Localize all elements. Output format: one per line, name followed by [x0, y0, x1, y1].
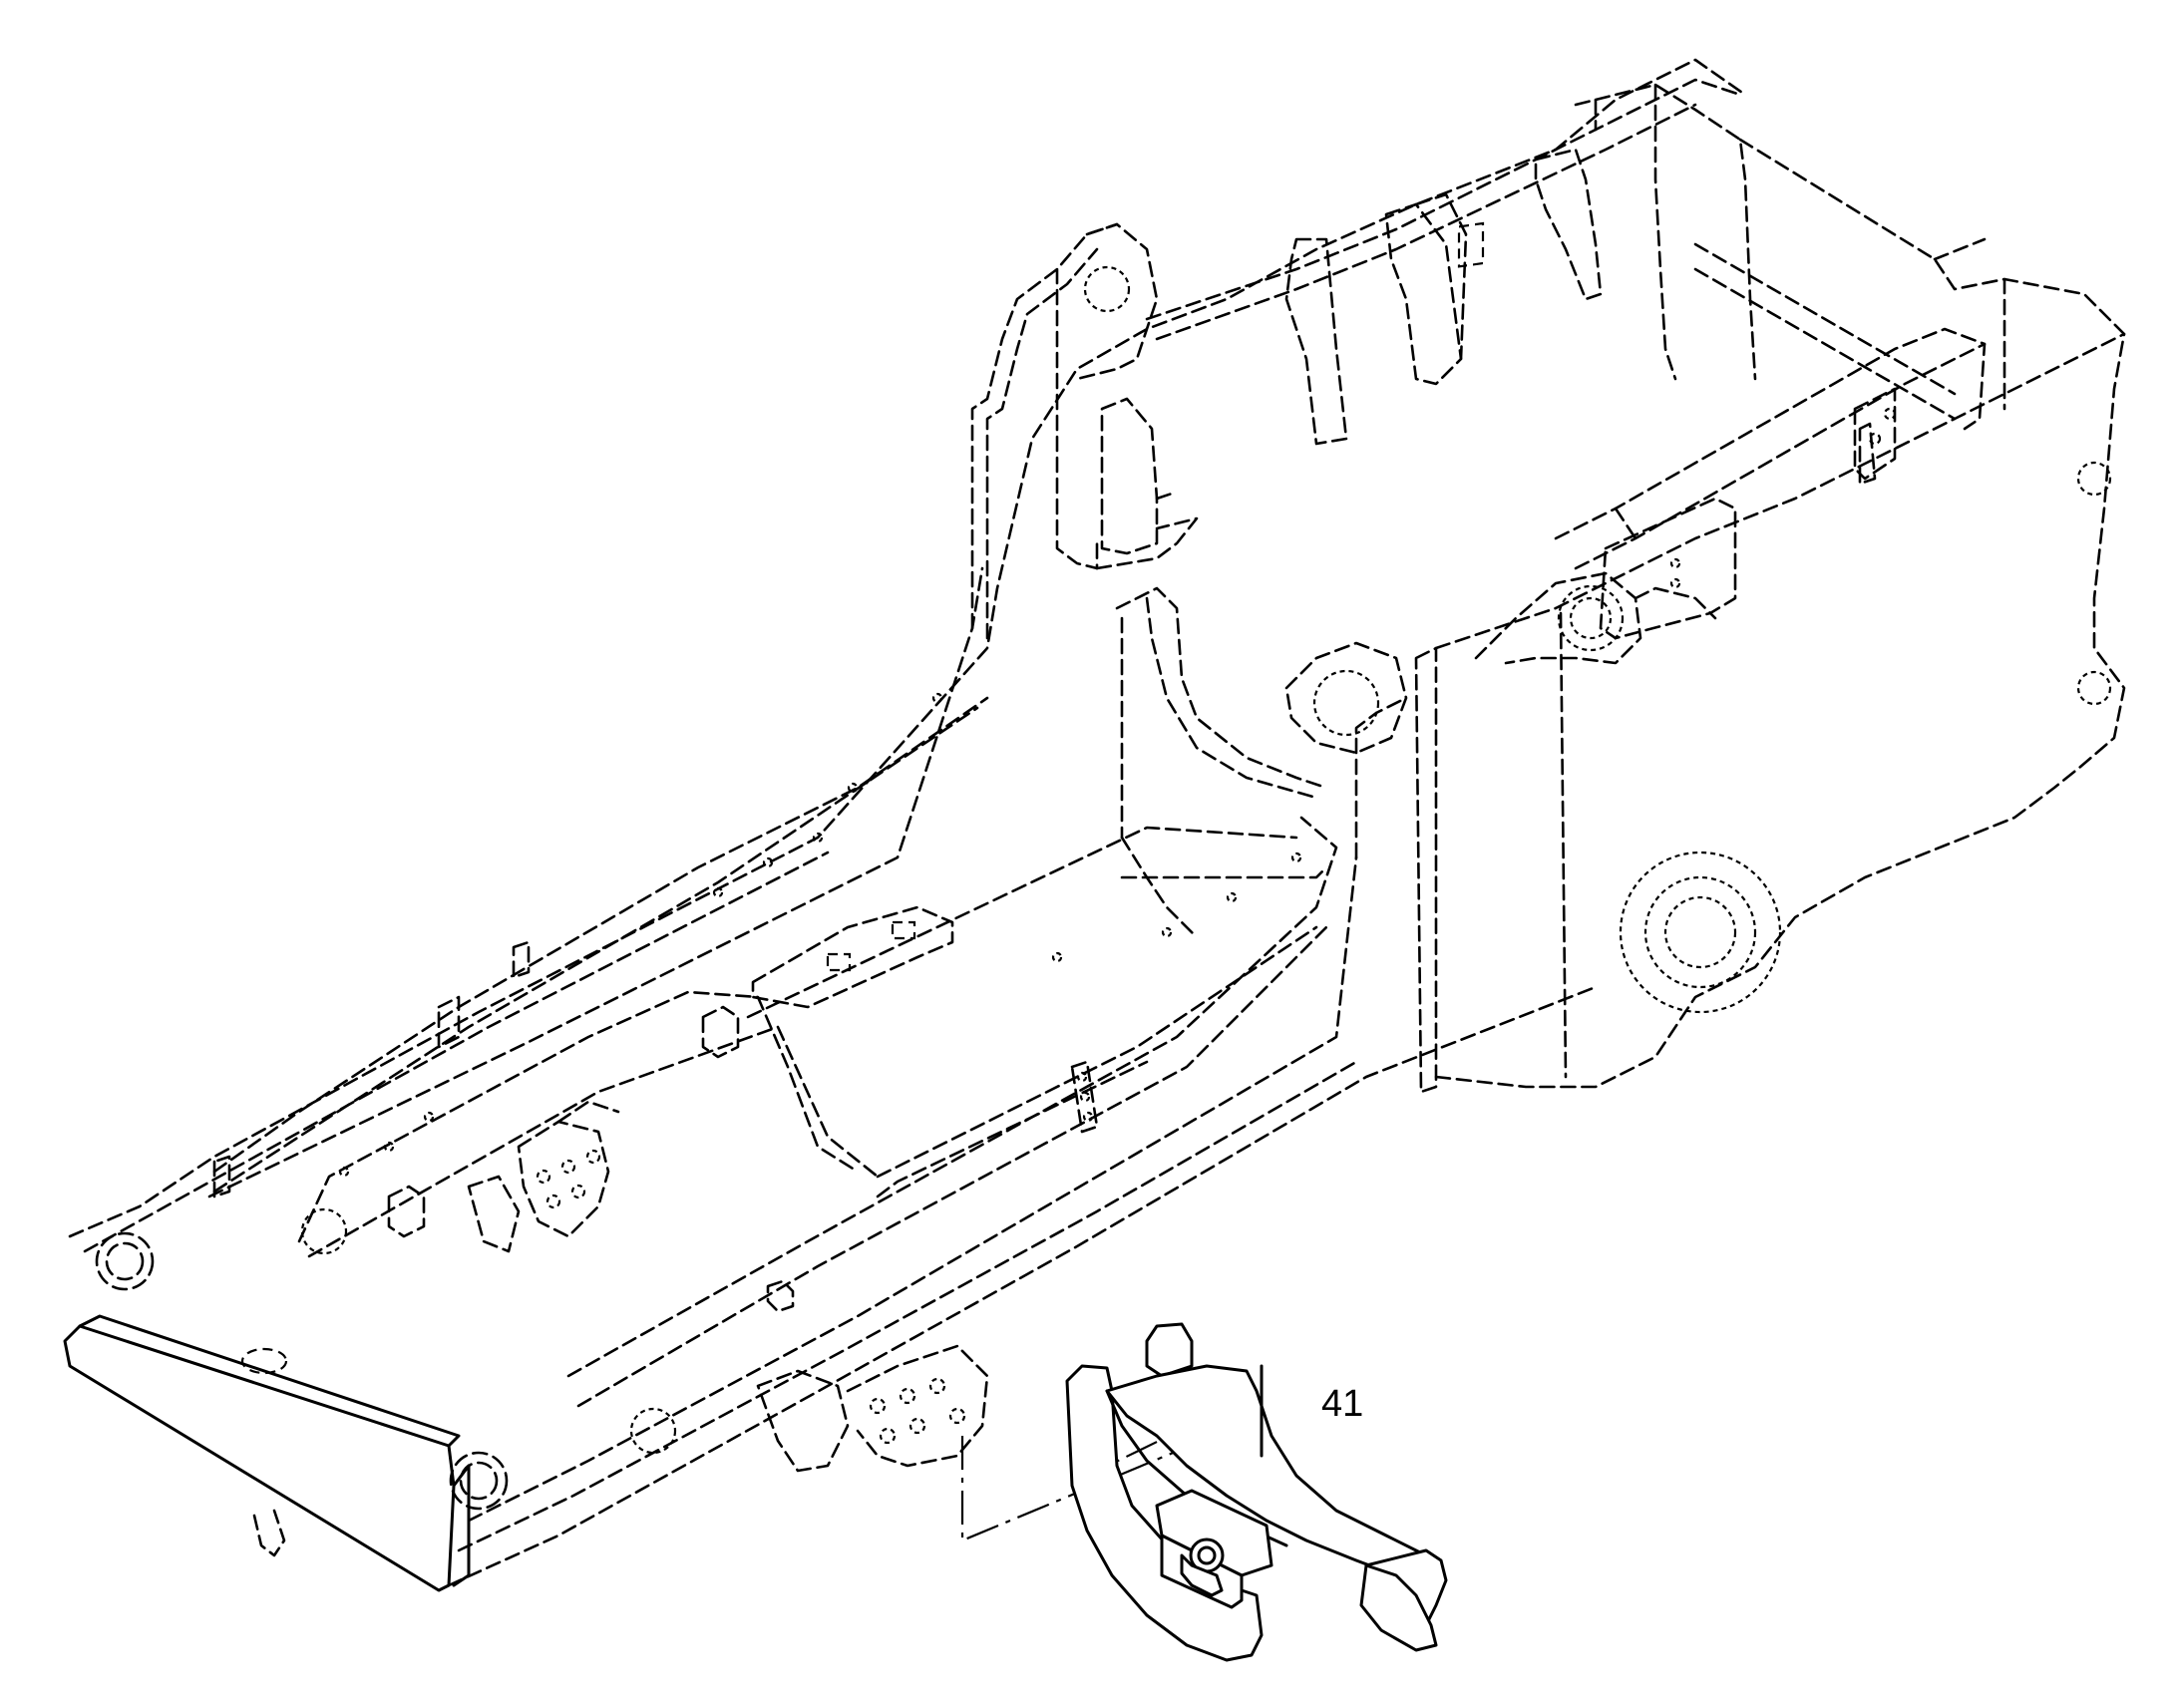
part-41-mount-bracket[interactable] — [1065, 1322, 1448, 1662]
callout-41[interactable]: 41 — [1260, 1364, 1363, 1458]
callout-number: 41 — [1321, 1383, 1363, 1425]
chassis-frame-phantom — [63, 58, 2126, 1592]
